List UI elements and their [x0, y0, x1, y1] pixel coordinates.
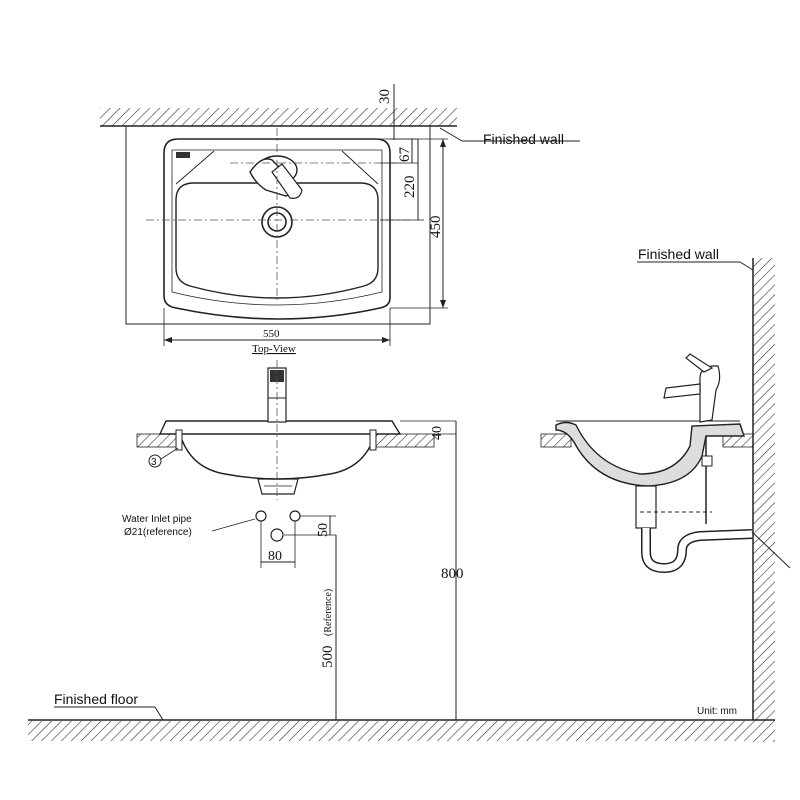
- inlet-pipe-right-icon: [289, 510, 301, 522]
- side-valve: [701, 455, 713, 467]
- front-clip-left: [175, 429, 183, 451]
- side-wall-hatch: [753, 258, 775, 742]
- finished-wall-side-label: Finished wall: [638, 246, 719, 262]
- front-drain: [257, 478, 299, 495]
- deck-slope-right: [341, 150, 379, 185]
- water-inlet-label-line2: Ø21(reference): [124, 527, 192, 538]
- finished-wall-top-label: Finished wall: [483, 131, 564, 147]
- finished-wall-side-leader-b: [739, 261, 754, 271]
- dim-550-label: 550: [263, 328, 280, 340]
- side-basin-section: [555, 421, 745, 487]
- finished-wall-top-leader: [439, 127, 463, 142]
- water-inlet-label-line1: Water Inlet pipe: [122, 514, 192, 525]
- side-view-group: Finished wall Unit: mm: [540, 246, 791, 742]
- callout-3-label: 3: [151, 457, 157, 468]
- inlet-leader: [211, 518, 256, 532]
- side-counter-left-hatch: [540, 433, 572, 448]
- wall-pipe-leader: [751, 531, 791, 569]
- top-view-group: 30 67 220 450 Finished wall 550 Top-View: [100, 84, 580, 355]
- top-wall-hatch: [100, 108, 457, 126]
- callout-3-leader: [160, 447, 179, 460]
- dim-220-label: 220: [402, 176, 418, 199]
- faucet-spout-top: [271, 163, 303, 199]
- side-faucet-spout: [663, 383, 701, 399]
- basin-inner-bowl: [175, 182, 379, 299]
- floor-group: Finished floor: [28, 691, 775, 741]
- top-view-label: Top-View: [252, 343, 296, 355]
- dim-50-label: 50: [316, 523, 331, 537]
- side-trap-inner: [642, 528, 753, 572]
- counter-left-hatch: [136, 433, 182, 448]
- basin-outer-outline: [163, 138, 391, 320]
- dim-67-label: 67: [397, 147, 413, 163]
- drain-pipe-icon: [270, 528, 284, 542]
- dim-450-label: 450: [428, 216, 444, 239]
- brand-logo-icon: [176, 152, 190, 158]
- finished-floor-leader-b: [154, 706, 164, 721]
- dim-500-reference-label: (Reference): [323, 589, 334, 636]
- dim-800-label: 800: [441, 566, 464, 582]
- dim-500-label: 500: [320, 646, 336, 669]
- callout-3-circle: [148, 454, 162, 468]
- front-basin-bowl: [179, 433, 376, 480]
- deck-slope-left: [175, 150, 215, 185]
- dim-80-label: 80: [268, 549, 282, 564]
- basin-inner-rim: [171, 149, 383, 306]
- front-basin-rim: [158, 420, 402, 435]
- counter-right-hatch: [371, 433, 435, 448]
- cabinet-outline: [125, 125, 431, 325]
- front-clip-right: [369, 429, 377, 451]
- dim-30-label: 30: [377, 89, 393, 104]
- side-faucet: [699, 365, 721, 423]
- finished-floor-label: Finished floor: [54, 691, 138, 707]
- side-drain-body: [635, 485, 657, 529]
- dim-40-label: 40: [430, 426, 445, 440]
- front-view-group: 3 40 Water Inlet pipe Ø21(reference) 50 …: [122, 360, 464, 720]
- side-faucet-lever: [685, 353, 714, 373]
- unit-label: Unit: mm: [697, 706, 737, 717]
- floor-hatch: [28, 721, 753, 741]
- inlet-pipe-left-icon: [255, 510, 267, 522]
